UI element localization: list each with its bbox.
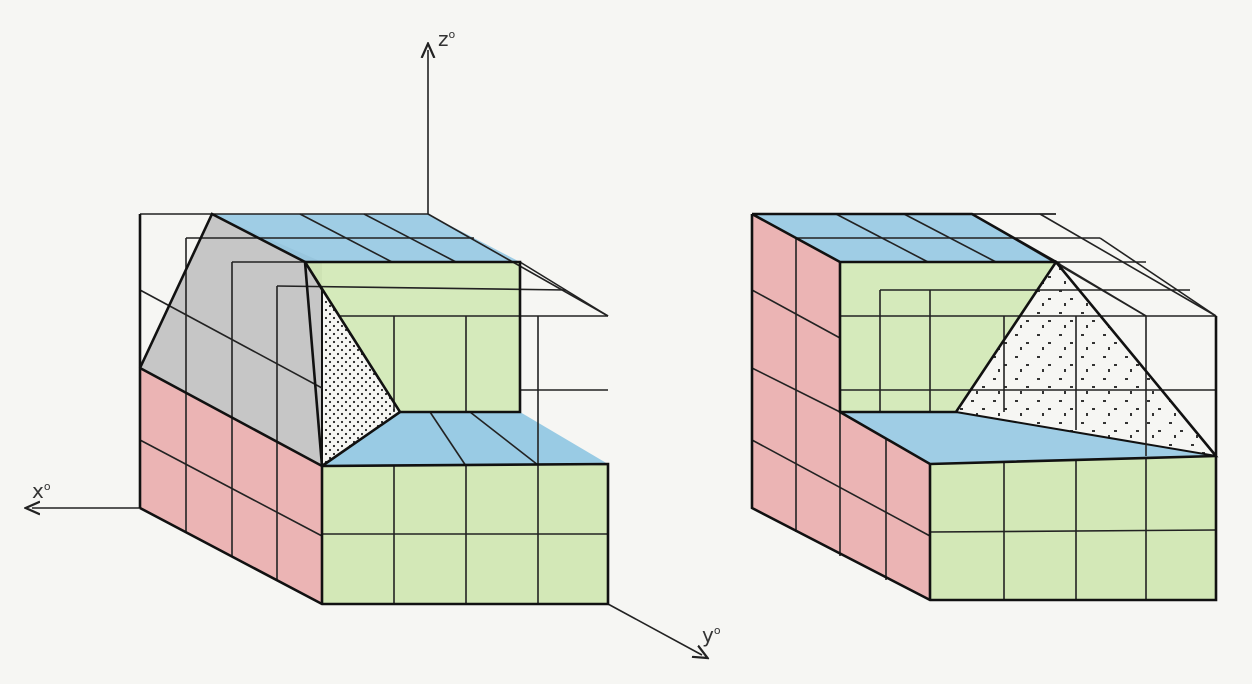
right-lower-blue-face <box>840 412 1216 464</box>
right-block <box>750 212 1219 602</box>
y-axis-label: yo <box>702 623 721 647</box>
left-front-grid <box>322 315 608 604</box>
x-axis-label: xo <box>32 479 51 503</box>
left-outline <box>139 366 610 606</box>
coordinate-axes: zo xo yo <box>32 27 721 655</box>
right-front-grid <box>840 290 1217 600</box>
right-green-inner-face <box>840 262 1056 412</box>
left-block <box>138 212 610 606</box>
left-lower-blue-face <box>322 412 608 466</box>
y-axis <box>607 603 702 655</box>
right-green-front-face <box>930 456 1216 600</box>
z-axis-label: zo <box>438 27 456 51</box>
